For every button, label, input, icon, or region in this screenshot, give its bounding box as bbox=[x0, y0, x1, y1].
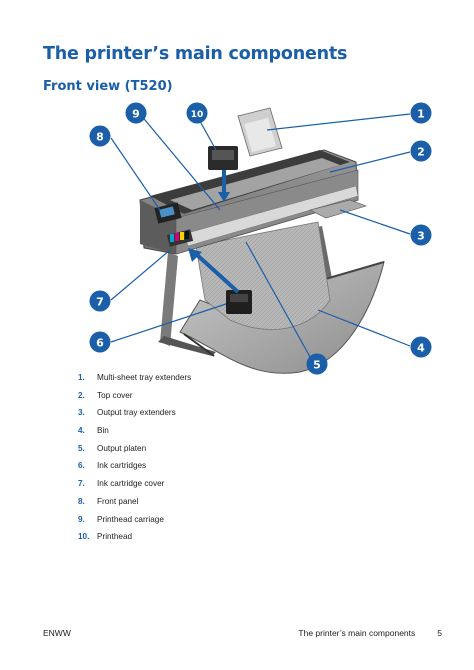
list-item: 5.Output platen bbox=[78, 443, 147, 453]
svg-text:7: 7 bbox=[96, 296, 104, 309]
svg-text:1: 1 bbox=[417, 108, 425, 121]
components-list: 1.Multi-sheet tray extenders 2.Top cover… bbox=[78, 372, 191, 549]
svg-text:8: 8 bbox=[96, 131, 104, 144]
list-item: 2.Top cover bbox=[78, 390, 133, 400]
footer-locale: ENWW bbox=[43, 628, 71, 638]
section-subtitle: Front view (T520) bbox=[43, 79, 173, 94]
list-item: 7.Ink cartridge cover bbox=[78, 479, 165, 489]
svg-text:5: 5 bbox=[313, 359, 321, 372]
callout-9: 9 bbox=[125, 102, 147, 124]
list-item: 6.Ink cartridges bbox=[78, 461, 147, 471]
callout-1: 1 bbox=[410, 102, 432, 124]
page-number: 5 bbox=[437, 628, 442, 638]
printhead-part bbox=[208, 146, 238, 170]
callout-10: 10 bbox=[186, 102, 208, 124]
footer-right: The printer’s main components 5 bbox=[298, 628, 442, 638]
svg-text:3: 3 bbox=[417, 230, 425, 243]
callout-6: 6 bbox=[89, 331, 111, 353]
svg-text:9: 9 bbox=[132, 108, 140, 121]
svg-text:4: 4 bbox=[417, 342, 425, 355]
svg-text:6: 6 bbox=[96, 337, 104, 350]
list-item: 10.Printhead bbox=[78, 532, 133, 542]
list-item: 9.Printhead carriage bbox=[78, 514, 164, 524]
printer-figure: 1 2 3 4 5 6 7 8 9 10 bbox=[89, 102, 432, 375]
ink-cartridge-part bbox=[226, 290, 252, 314]
printer-illustration bbox=[139, 107, 385, 374]
page-title: The printer’s main components bbox=[43, 44, 348, 64]
callout-5: 5 bbox=[306, 353, 328, 375]
callout-4: 4 bbox=[410, 336, 432, 358]
svg-text:10: 10 bbox=[191, 110, 204, 120]
list-item: 3.Output tray extenders bbox=[78, 408, 176, 418]
footer-section-title: The printer’s main components bbox=[298, 628, 416, 638]
callout-2: 2 bbox=[410, 140, 432, 162]
svg-text:2: 2 bbox=[417, 146, 425, 159]
list-item: 8.Front panel bbox=[78, 496, 139, 506]
list-item: 4.Bin bbox=[78, 426, 109, 436]
list-item: 1.Multi-sheet tray extenders bbox=[78, 373, 192, 382]
callout-3: 3 bbox=[410, 224, 432, 246]
callout-7: 7 bbox=[89, 290, 111, 312]
callout-8: 8 bbox=[89, 125, 111, 147]
